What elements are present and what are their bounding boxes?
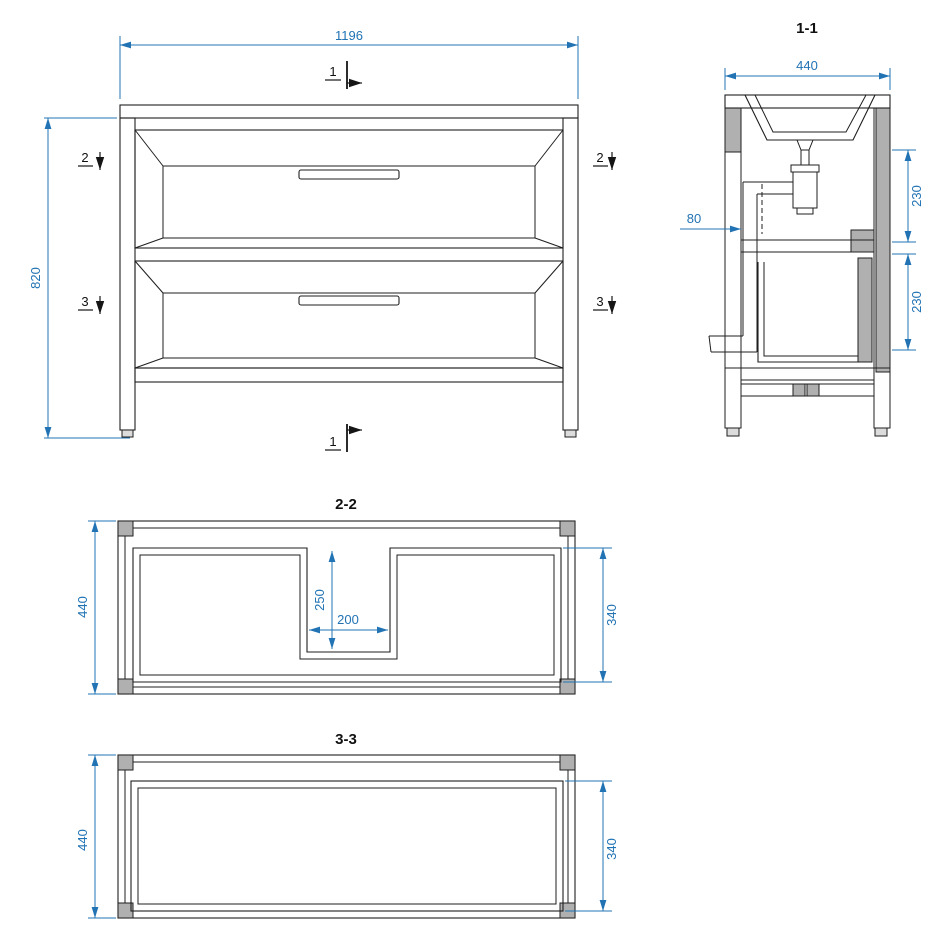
plan-frame [117, 754, 576, 919]
dimension-depth-440: 440 [75, 520, 116, 695]
upper-drawer-bevels [134, 129, 564, 249]
frame-outer [117, 754, 576, 919]
left-foot [726, 427, 740, 437]
section-marker-1-top: 1 [325, 61, 362, 89]
frame-outer [117, 520, 576, 695]
lower-drawer-handle [298, 295, 400, 306]
corner-post-cut [559, 754, 576, 771]
left-leg-section [724, 107, 742, 429]
front-rail-cut [724, 107, 742, 153]
section-1-1-view: 1-1 [680, 20, 924, 437]
section-marker-label: 3 [596, 294, 603, 309]
corner-post-cut [117, 520, 134, 537]
dimension-label: 440 [75, 829, 90, 851]
cabinet-section [708, 94, 891, 437]
dimension-drawer-340: 340 [563, 547, 619, 683]
cabinet-front [119, 104, 579, 438]
sink-basin-outer [744, 94, 876, 141]
section-marker-label: 1 [329, 434, 336, 449]
drawer-outline-outer [132, 547, 562, 683]
drawer-box-outer [757, 262, 872, 363]
plan-frame [117, 520, 576, 695]
section-marker-3-left: 3 [78, 294, 105, 314]
right-foot [564, 429, 577, 438]
dimension-label: 230 [909, 185, 924, 207]
dimension-label: 80 [687, 211, 701, 226]
dimension-label: 340 [604, 604, 619, 626]
section-marker-2-left: 2 [78, 150, 105, 170]
countertop [119, 104, 579, 119]
drawer-outline-inner [137, 787, 557, 905]
waste-pipe [708, 181, 793, 353]
dimension-label: 440 [75, 596, 90, 618]
lower-drawer-face [134, 260, 564, 369]
dimension-depth-440: 440 [75, 754, 116, 919]
dimension-label: 440 [796, 58, 818, 73]
dimension-label: 230 [909, 291, 924, 313]
corner-post-cut [559, 520, 576, 537]
dimension-height-820: 820 [28, 117, 130, 439]
dimension-lower-230: 230 [892, 253, 924, 351]
section-title: 3-3 [335, 731, 357, 748]
corner-post-cut [559, 678, 576, 695]
section-marker-3-right: 3 [593, 294, 617, 314]
dimension-width-1196: 1196 [119, 28, 579, 99]
lower-drawer-bevels [134, 260, 564, 369]
section-marker-label: 2 [596, 150, 603, 165]
dimension-width-440: 440 [724, 58, 891, 90]
section-marker-label: 1 [329, 64, 336, 79]
dimension-label: 1196 [335, 28, 363, 43]
left-leg [119, 117, 136, 431]
dimension-label: 200 [337, 612, 359, 627]
upper-drawer-panel [162, 165, 536, 239]
bottom-rail [134, 367, 564, 383]
drawer-box-inner [763, 262, 858, 357]
section-title: 2-2 [335, 496, 357, 513]
back-panel-cut [875, 107, 891, 373]
lower-drawer-panel [162, 292, 536, 359]
right-foot [874, 427, 888, 437]
dimension-notch-250: 250 [312, 551, 336, 649]
section-2-2-view: 2-2 440 340 250 200 [75, 496, 619, 695]
frame-inner [124, 527, 569, 688]
dimension-label: 250 [312, 589, 327, 611]
rail-block-cut [806, 383, 820, 397]
corner-post-cut [117, 678, 134, 695]
upper-drawer-face [134, 129, 564, 249]
section-marker-label: 3 [81, 294, 88, 309]
front-view: 1196 820 1 1 2 2 [28, 28, 617, 452]
shelf-support-cut [850, 229, 875, 253]
bottle-trap [790, 164, 820, 215]
countertop-section [724, 94, 891, 109]
section-marker-2-right: 2 [593, 150, 617, 170]
corner-post-cut [117, 754, 134, 771]
dimension-label: 340 [604, 838, 619, 860]
section-marker-1-bottom: 1 [325, 424, 362, 452]
rail-block-cut [792, 383, 806, 397]
sink-basin-inner [754, 94, 867, 133]
drawer-outline-inner [139, 554, 555, 676]
drain-outlet [796, 139, 814, 151]
left-foot [121, 429, 134, 438]
section-title: 1-1 [796, 20, 818, 37]
right-leg [562, 117, 579, 431]
upper-drawer-handle [298, 169, 400, 180]
drawer-back-cut [857, 257, 873, 363]
dimension-upper-230: 230 [892, 149, 924, 243]
section-3-3-view: 3-3 440 340 [75, 731, 619, 919]
drawer-outline-outer [130, 780, 564, 912]
dimension-pipe-80: 80 [680, 211, 741, 233]
frame-inner [124, 761, 569, 912]
dimension-label: 820 [28, 267, 43, 289]
dimension-notch-200: 200 [309, 612, 388, 634]
section-marker-label: 2 [81, 150, 88, 165]
dimension-drawer-340: 340 [565, 780, 619, 912]
